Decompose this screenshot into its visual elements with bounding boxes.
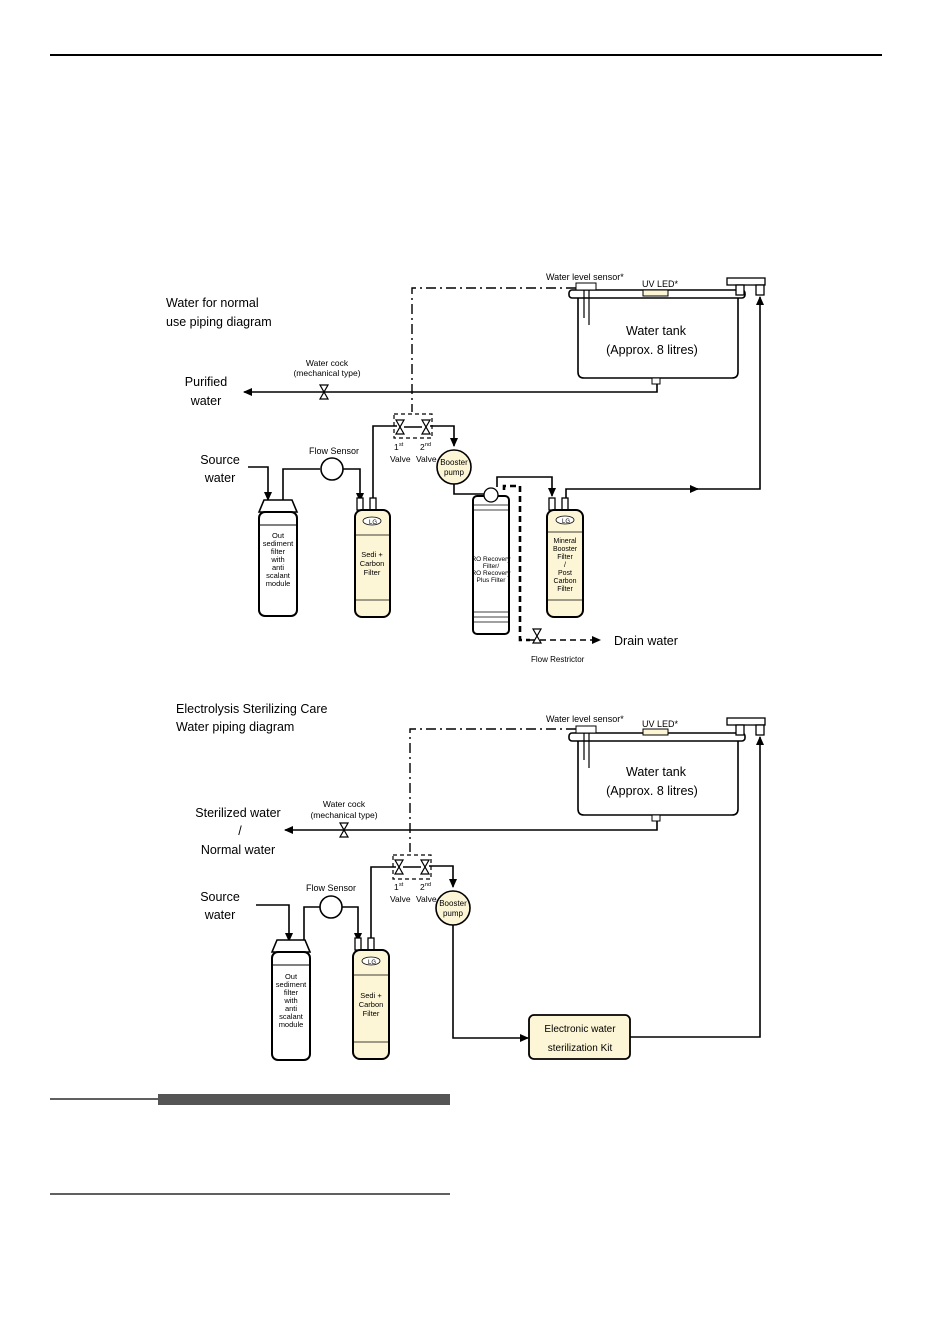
sterilized-label-3: Normal water — [201, 843, 275, 857]
sedi-filter-line-3: Filter — [364, 568, 381, 577]
diagram2-title-line2: Water piping diagram — [176, 720, 294, 734]
diagram1-title-line1: Water for normal — [166, 296, 259, 310]
pump-label-2: pump — [444, 468, 465, 477]
diagram-normal-water: Water for normal use piping diagram Wate… — [166, 272, 766, 664]
valve1b-label: Valve — [390, 894, 411, 904]
purified-water-label-2: water — [190, 394, 222, 408]
water-level-sensor-label-2: Water level sensor* — [546, 714, 624, 724]
kit-label-1: Electronic water — [544, 1024, 616, 1035]
purified-water-label-1: Purified — [185, 375, 227, 389]
ro-filter-line-4: Plus Filter — [477, 577, 507, 584]
sedi-filter-line-2: Carbon — [360, 559, 385, 568]
pump-label-1: Booster — [440, 458, 468, 467]
out-sediment-filter — [257, 499, 299, 617]
pump2-label-1: Booster — [439, 899, 467, 908]
pump2-label-2: pump — [443, 909, 464, 918]
tank2-label: Water tank — [626, 765, 687, 779]
water-tank: Water tank (Approx. 8 litres) — [568, 277, 766, 385]
out-filter-line-4: with — [270, 555, 284, 564]
out-filter2-line-5: anti — [285, 1004, 297, 1013]
mineral-filter-line-5: Post — [558, 570, 572, 577]
sterilized-label-2: / — [238, 824, 242, 838]
sedi-logo: LG — [369, 520, 377, 526]
source-water-label-1: Source — [200, 453, 240, 467]
water-cock2-label-2: (mechanical type) — [310, 810, 377, 820]
flow-sensor-label: Flow Sensor — [309, 446, 359, 456]
out-filter-line-3: filter — [271, 547, 286, 556]
ro-filter-line-3: RO Recovery — [471, 570, 511, 577]
valve2b-suffix: nd — [425, 882, 431, 888]
diagram2-title-line1: Electrolysis Sterilizing Care — [176, 702, 327, 716]
out-filter-line-2: sediment — [263, 539, 294, 548]
sedi2-filter-line-3: Filter — [363, 1009, 380, 1018]
mineral-filter-line-6: Carbon — [554, 578, 577, 585]
sterilized-label-1: Sterilized water — [195, 806, 280, 820]
valve1-number: 1 — [394, 442, 399, 452]
sedi2-filter-line-1: Sedi + — [360, 991, 382, 1000]
out-sediment-filter-2 — [270, 939, 312, 1061]
valve1b-suffix: st — [399, 882, 404, 888]
out-filter-line-5: anti — [272, 563, 284, 572]
bottom-dark-bar — [158, 1094, 450, 1105]
tank-label: Water tank — [626, 324, 687, 338]
ro-filter-line-1: RO Recovery — [471, 556, 511, 563]
mineral-filter-line-4: / — [564, 562, 566, 569]
out-filter2-line-7: module — [279, 1020, 304, 1029]
valve2-suffix: nd — [425, 442, 431, 448]
valve2b-number: 2 — [420, 882, 425, 892]
out-sediment-filter-text: Out sediment filter with anti scalant mo… — [263, 531, 294, 588]
mineral-booster-filter — [546, 497, 584, 618]
ro-filter-line-2: Filter/ — [483, 563, 499, 570]
out-filter-line-7: module — [266, 579, 291, 588]
water-cock2-label-1: Water cock — [323, 799, 366, 809]
out-filter2-line-6: scalant — [279, 1012, 304, 1021]
out-filter2-line-4: with — [283, 996, 297, 1005]
source2-label-1: Source — [200, 890, 240, 904]
mineral-filter-line-3: Filter — [557, 554, 573, 561]
sedi2-logo: LG — [368, 960, 376, 966]
out-filter-line-6: scalant — [266, 571, 291, 580]
valve2-label: Valve — [416, 454, 437, 464]
sedi2-filter-line-2: Carbon — [359, 1000, 384, 1009]
water-level-sensor-label: Water level sensor* — [546, 272, 624, 282]
mineral-filter-line-1: Mineral — [554, 538, 577, 545]
valve1b-number: 1 — [394, 882, 399, 892]
flow-restrictor-label: Flow Restrictor — [531, 655, 585, 664]
out-filter-line-1: Out — [272, 531, 285, 540]
uv-led-label: UV LED* — [642, 279, 679, 289]
sedi-carbon-filter-2 — [352, 937, 390, 1060]
out-filter2-line-1: Out — [285, 972, 298, 981]
drain-water-label: Drain water — [614, 634, 678, 648]
out-filter2-line-3: filter — [284, 988, 299, 997]
valve1-label: Valve — [390, 454, 411, 464]
valve2-number: 2 — [420, 442, 425, 452]
tank2-capacity: (Approx. 8 litres) — [606, 784, 698, 798]
diagram1-title-line2: use piping diagram — [166, 315, 272, 329]
tank-capacity: (Approx. 8 litres) — [606, 343, 698, 357]
sterilization-kit: Electronic water sterilization Kit — [528, 1014, 631, 1060]
source-water-label-2: water — [204, 471, 236, 485]
water-tank-2: Water tank (Approx. 8 litres) — [568, 717, 766, 822]
out-filter2-line-2: sediment — [276, 980, 307, 989]
flow-sensor2-label: Flow Sensor — [306, 883, 356, 893]
valve2b-label: Valve — [416, 894, 437, 904]
water-cock-label-2: (mechanical type) — [293, 368, 360, 378]
mineral-filter-line-7: Filter — [557, 586, 573, 593]
diagram-sterilizing-water: Electrolysis Sterilizing Care Water pipi… — [176, 702, 766, 1061]
mineral-filter-line-2: Booster — [553, 546, 578, 553]
water-cock-label-1: Water cock — [306, 358, 349, 368]
mineral-logo: LG — [562, 519, 570, 525]
source2-label-2: water — [204, 908, 236, 922]
sedi-carbon-filter — [354, 497, 391, 618]
valve1-suffix: st — [399, 442, 404, 448]
ro-recovery-filter — [472, 487, 510, 635]
sedi-filter-line-1: Sedi + — [361, 550, 383, 559]
uv-led-label-2: UV LED* — [642, 719, 679, 729]
water-cock-valve — [318, 384, 330, 400]
kit-label-2: sterilization Kit — [548, 1043, 613, 1054]
